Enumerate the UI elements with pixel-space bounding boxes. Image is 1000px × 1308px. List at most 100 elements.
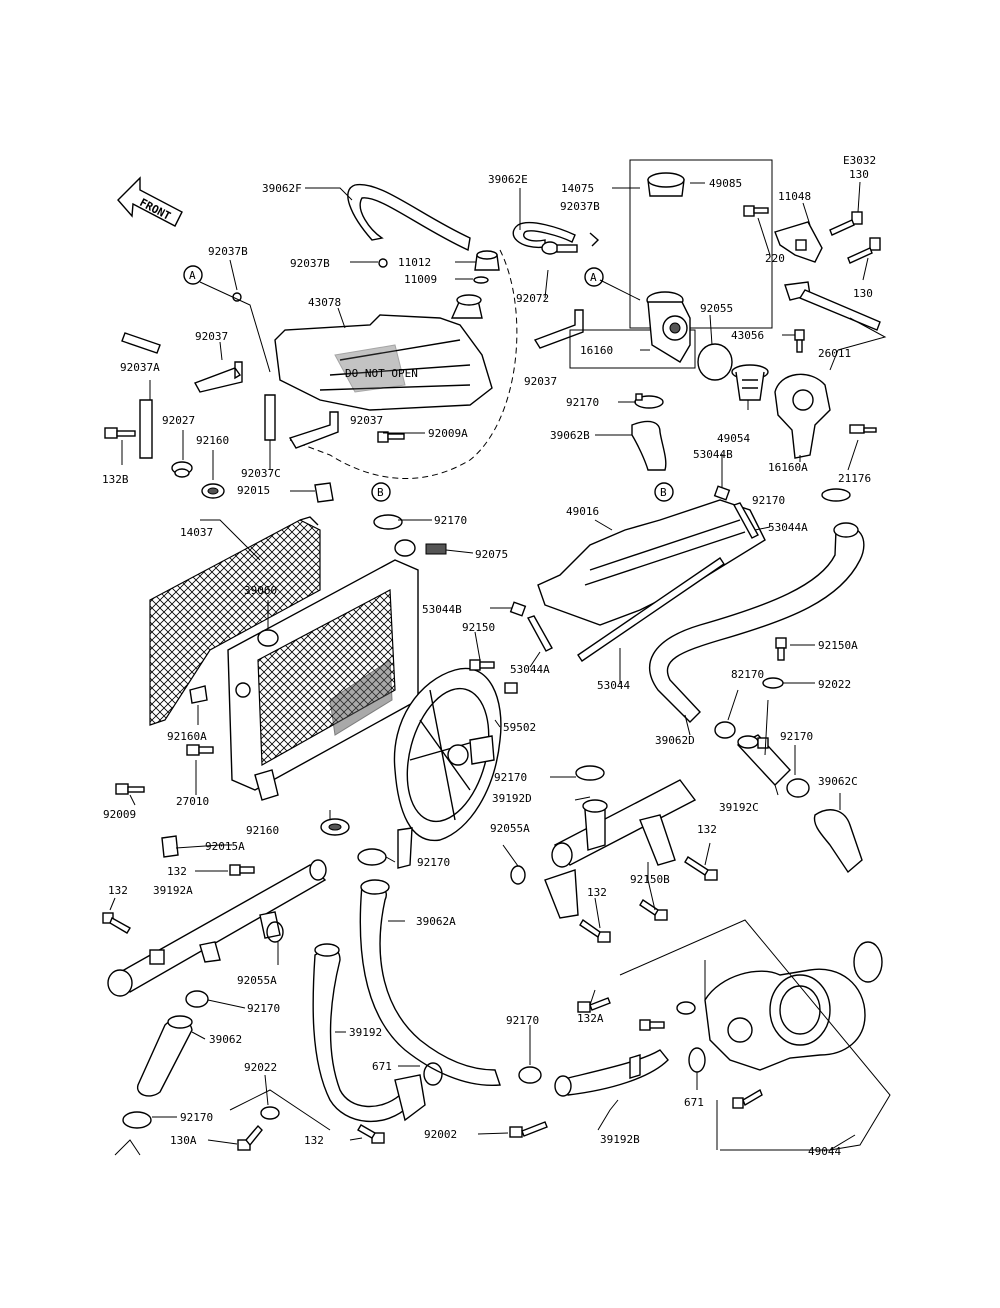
callout-B-left-label: B — [377, 486, 384, 499]
label-671-b: 671 — [684, 1096, 704, 1109]
label-92015A: 92015A — [205, 840, 245, 853]
label-92150A: 92150A — [818, 639, 858, 652]
label-92009A: 92009A — [428, 427, 468, 440]
label-14075: 14075 — [561, 182, 594, 195]
o-ring-92055A-a — [510, 865, 526, 885]
tank-group-boundary — [289, 249, 518, 479]
corner-code: E3032 — [843, 154, 876, 167]
label-39062E: 39062E — [488, 173, 528, 186]
label-92170-g: 92170 — [247, 1002, 280, 1015]
clamp-92170-g — [185, 990, 209, 1008]
label-92002: 92002 — [424, 1128, 457, 1141]
rod-26011 — [784, 281, 881, 331]
clip-92015 — [314, 482, 334, 503]
callout-B-left: B — [371, 482, 391, 502]
callout-B-right: B — [654, 482, 674, 502]
label-130-top: 130 — [849, 168, 869, 181]
hose-39062C — [813, 809, 863, 874]
callout-A-right-label: A — [590, 271, 597, 284]
label-92150: 92150 — [462, 621, 495, 634]
clamp-92170-d — [373, 514, 403, 530]
label-92022-b: 92022 — [244, 1061, 277, 1074]
label-53044A-b: 53044A — [510, 663, 550, 676]
bolt-pump-a — [639, 1019, 665, 1031]
label-53044B-b: 53044B — [422, 603, 462, 616]
label-53044A-a: 53044A — [768, 521, 808, 534]
label-92037B-b: 92037B — [560, 200, 600, 213]
label-92170-f: 92170 — [417, 856, 450, 869]
bolt-130-top — [829, 211, 863, 236]
label-92150B: 92150B — [630, 873, 670, 886]
bolt-92009 — [115, 783, 145, 795]
clip-92015A — [161, 835, 179, 858]
clamp-92170-e — [575, 765, 605, 781]
o-ring-671-b — [688, 1047, 706, 1073]
label-92170-h: 92170 — [180, 1111, 213, 1124]
label-130-mid: 130 — [853, 287, 873, 300]
label-92170-b: 92170 — [752, 494, 785, 507]
label-132-d: 132 — [108, 884, 128, 897]
label-26011: 26011 — [818, 347, 851, 360]
grommet-92160 — [201, 483, 225, 499]
label-14037: 14037 — [180, 526, 213, 539]
label-27010: 27010 — [176, 795, 209, 808]
water-pump-49044 — [704, 941, 883, 1071]
label-53044B-a: 53044B — [693, 448, 733, 461]
label-92027: 92027 — [162, 414, 195, 427]
label-92160-b: 92160 — [246, 824, 279, 837]
grommet-92027 — [171, 461, 193, 478]
label-49085: 49085 — [709, 177, 742, 190]
label-92170-e: 92170 — [494, 771, 527, 784]
filler-group-box — [629, 159, 773, 329]
bracket-92037-b — [288, 411, 339, 449]
label-92170-d: 92170 — [780, 730, 813, 743]
hose-39062A — [359, 883, 501, 1087]
label-16160: 16160 — [580, 344, 613, 357]
clip-92075 — [425, 543, 447, 555]
label-92037-b: 92037 — [350, 414, 383, 427]
filler-inner-box — [569, 329, 696, 369]
label-39062F: 39062F — [262, 182, 302, 195]
leader-lines — [109, 181, 891, 1156]
clamp-92170-h — [122, 1111, 152, 1129]
rod-92037A — [121, 332, 161, 354]
front-arrow-icon: FRONT — [117, 176, 183, 227]
part-labels: 39062F 39062E 14075 49085 11048 130 9203… — [102, 168, 873, 1158]
label-39192D: 39192D — [492, 792, 532, 805]
label-220: 220 — [765, 252, 785, 265]
tank-badge: DO NOT OPEN — [345, 367, 418, 380]
label-39062A: 39062A — [416, 915, 456, 928]
label-92022-a: 92022 — [818, 678, 851, 691]
label-92037A: 92037A — [120, 361, 160, 374]
clip-92037B-b — [378, 258, 388, 268]
label-92015: 92015 — [237, 484, 270, 497]
label-132-e: 132 — [304, 1134, 324, 1147]
clamp-92170-f — [357, 848, 387, 866]
label-39062B: 39062B — [550, 429, 590, 442]
fitting-27010 — [186, 744, 214, 756]
callout-A-right: A — [584, 267, 604, 287]
label-11048: 11048 — [778, 190, 811, 203]
label-11012: 11012 — [398, 256, 431, 269]
bolt-132-d — [102, 912, 131, 934]
bolt-132-e — [357, 1124, 385, 1144]
hose-39062 — [136, 1018, 193, 1097]
grommet-53044B-b — [509, 601, 527, 617]
label-49044: 49044 — [808, 1145, 841, 1158]
clip-92037B-c — [589, 232, 600, 247]
radiator-guard-14037 — [149, 519, 321, 726]
o-ring-671-a — [423, 1062, 443, 1086]
label-92037B-c: 92037B — [290, 257, 330, 270]
label-92037B-a: 92037B — [208, 245, 248, 258]
clamp-92170-b — [821, 488, 851, 502]
label-132A: 132A — [577, 1012, 604, 1025]
washer-92022-a — [762, 677, 784, 689]
rod-53044A-b — [526, 615, 553, 652]
label-39060: 39060 — [244, 584, 277, 597]
label-92160A: 92160A — [167, 730, 207, 743]
hose-39062D — [649, 526, 865, 723]
label-92037-a: 92037 — [195, 330, 228, 343]
rod-53044 — [577, 557, 725, 662]
label-43078: 43078 — [308, 296, 341, 309]
radiator-filler-neck — [257, 629, 279, 647]
